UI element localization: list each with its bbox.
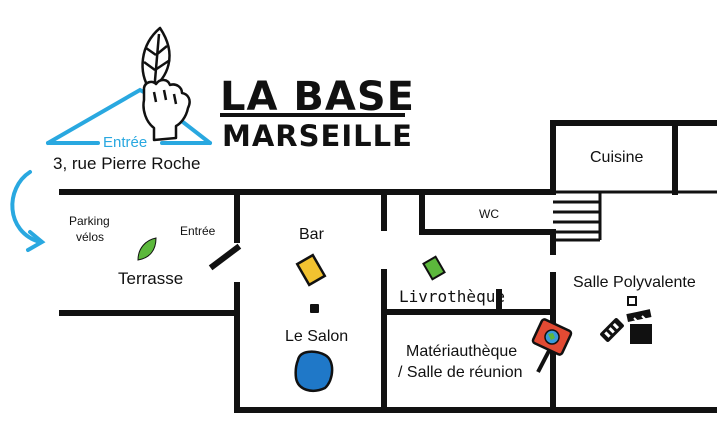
logo-title: LA BASE (220, 74, 415, 120)
wc-label: WC (479, 207, 499, 221)
parking-label-1: Parking (69, 214, 110, 228)
bar-icon (295, 253, 327, 287)
logo-subtitle: MARSEILLE (222, 119, 413, 153)
stairs (553, 200, 600, 242)
sign-globe-icon (531, 318, 573, 373)
movie-icons (600, 309, 652, 344)
materials-label-1: Matériauthèque (406, 343, 518, 360)
small-square-icon-hall (627, 296, 637, 306)
logo-divider (220, 113, 405, 117)
curved-arrow-icon (10, 170, 46, 252)
street-address: 3, rue Pierre Roche (53, 154, 201, 173)
entrance-label-main: Entrée (103, 134, 148, 151)
leaf-fist-icon (141, 26, 191, 142)
small-square-icon (310, 304, 319, 313)
bar-label: Bar (299, 226, 324, 243)
parking-label-2: vélos (76, 230, 105, 244)
walls (59, 120, 717, 413)
kitchen-label: Cuisine (590, 149, 644, 166)
side-entrance-label: Entrée (180, 224, 216, 238)
materials-label-2: / Salle de réunion (398, 364, 523, 381)
leaf-icon (137, 237, 157, 261)
library-label: Livrothèque (399, 287, 505, 306)
terrace-label: Terrasse (118, 269, 184, 288)
book-icon (422, 255, 446, 281)
hall-label: Salle Polyvalente (573, 274, 696, 291)
salon-label: Le Salon (285, 328, 349, 345)
salon-blob-icon (294, 350, 334, 392)
